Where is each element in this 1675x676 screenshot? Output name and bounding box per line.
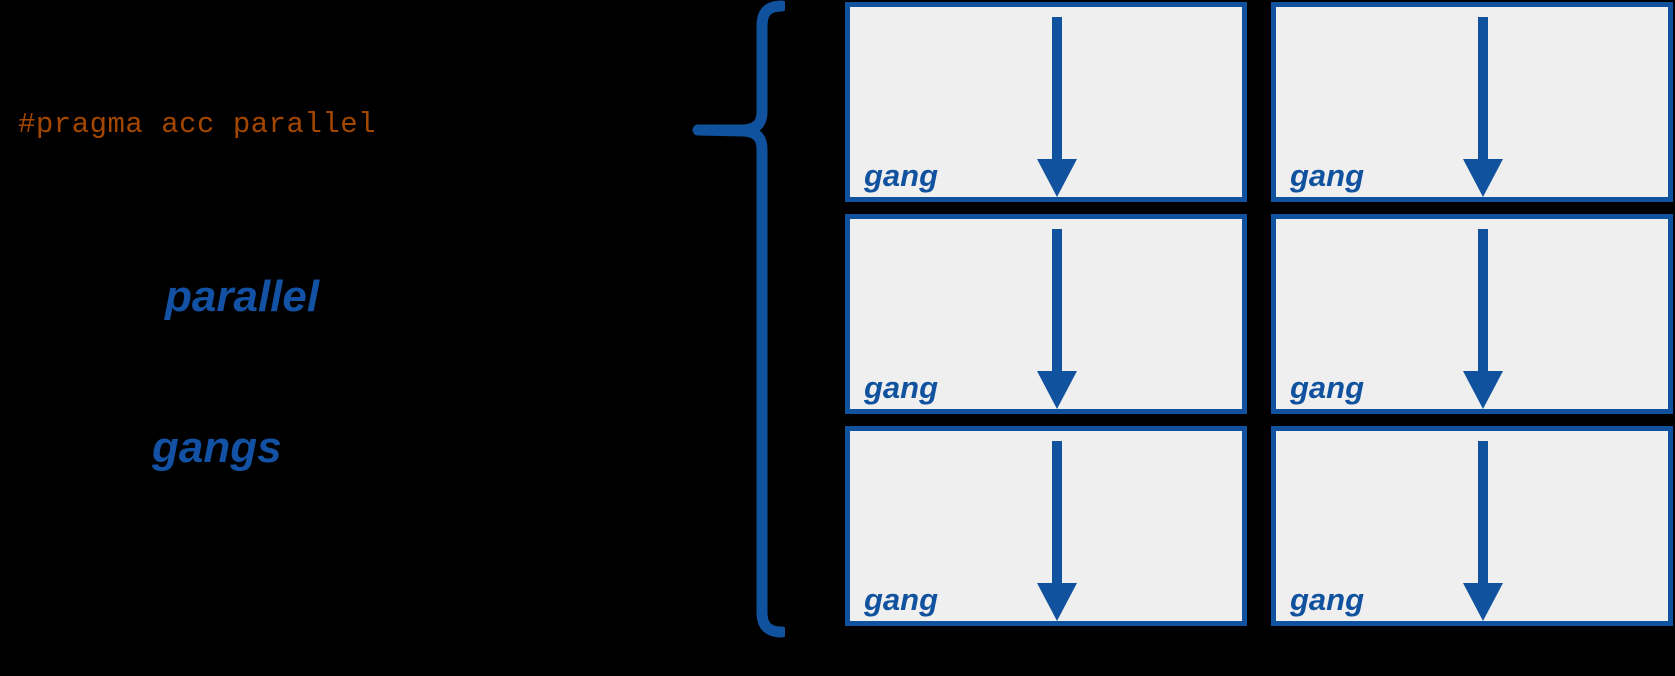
gang-label: gang bbox=[1290, 369, 1365, 405]
label-parallel: parallel bbox=[165, 272, 320, 321]
gang-box: gang bbox=[1271, 2, 1673, 202]
label-gangs: gangs bbox=[152, 423, 282, 472]
pragma-code-text: #pragma acc parallel bbox=[18, 108, 377, 141]
gang-box: gang bbox=[1271, 214, 1673, 414]
down-arrow-icon bbox=[1463, 17, 1503, 197]
down-arrow-icon bbox=[1037, 441, 1077, 621]
gang-label: gang bbox=[864, 581, 939, 617]
gang-label: gang bbox=[864, 369, 939, 405]
down-arrow-icon bbox=[1463, 229, 1503, 409]
gang-label: gang bbox=[864, 157, 939, 193]
down-arrow-icon bbox=[1463, 441, 1503, 621]
down-arrow-icon bbox=[1037, 17, 1077, 197]
left-curly-brace-icon bbox=[692, 0, 785, 638]
gang-box: gang bbox=[845, 214, 1247, 414]
gang-grid: gang gang gang gang gang bbox=[845, 2, 1675, 626]
down-arrow-icon bbox=[1037, 229, 1077, 409]
gang-label: gang bbox=[1290, 581, 1365, 617]
gang-label: gang bbox=[1290, 157, 1365, 193]
gang-box: gang bbox=[1271, 426, 1673, 626]
gang-box: gang bbox=[845, 426, 1247, 626]
gang-box: gang bbox=[845, 2, 1247, 202]
